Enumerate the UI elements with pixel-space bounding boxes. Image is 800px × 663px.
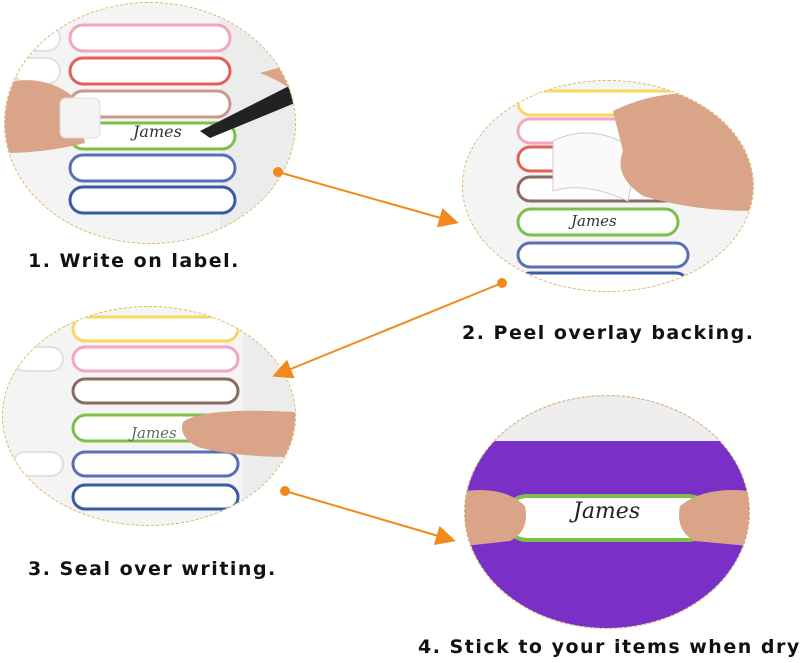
step-2-label: 2. Peel overlay backing. xyxy=(462,322,755,344)
sample-name-3: James xyxy=(131,424,177,442)
sample-name-1: James xyxy=(133,122,182,141)
step-1-label: 1. Write on label. xyxy=(28,250,240,272)
arrow-3-to-4 xyxy=(280,486,456,546)
sample-name-4: James xyxy=(573,499,641,524)
step-3-photo: James xyxy=(2,306,296,526)
sample-name-2: James xyxy=(571,212,617,230)
step-3-label: 3. Seal over writing. xyxy=(28,558,277,580)
arrow-1-to-2 xyxy=(273,167,459,228)
step-4-label: 4. Stick to your items when dry. xyxy=(418,636,800,658)
label-sheet-illustration xyxy=(463,81,753,291)
label-sheet-illustration xyxy=(3,307,295,525)
arrow-2-to-3 xyxy=(272,278,507,379)
step-2-photo: James xyxy=(462,80,754,292)
